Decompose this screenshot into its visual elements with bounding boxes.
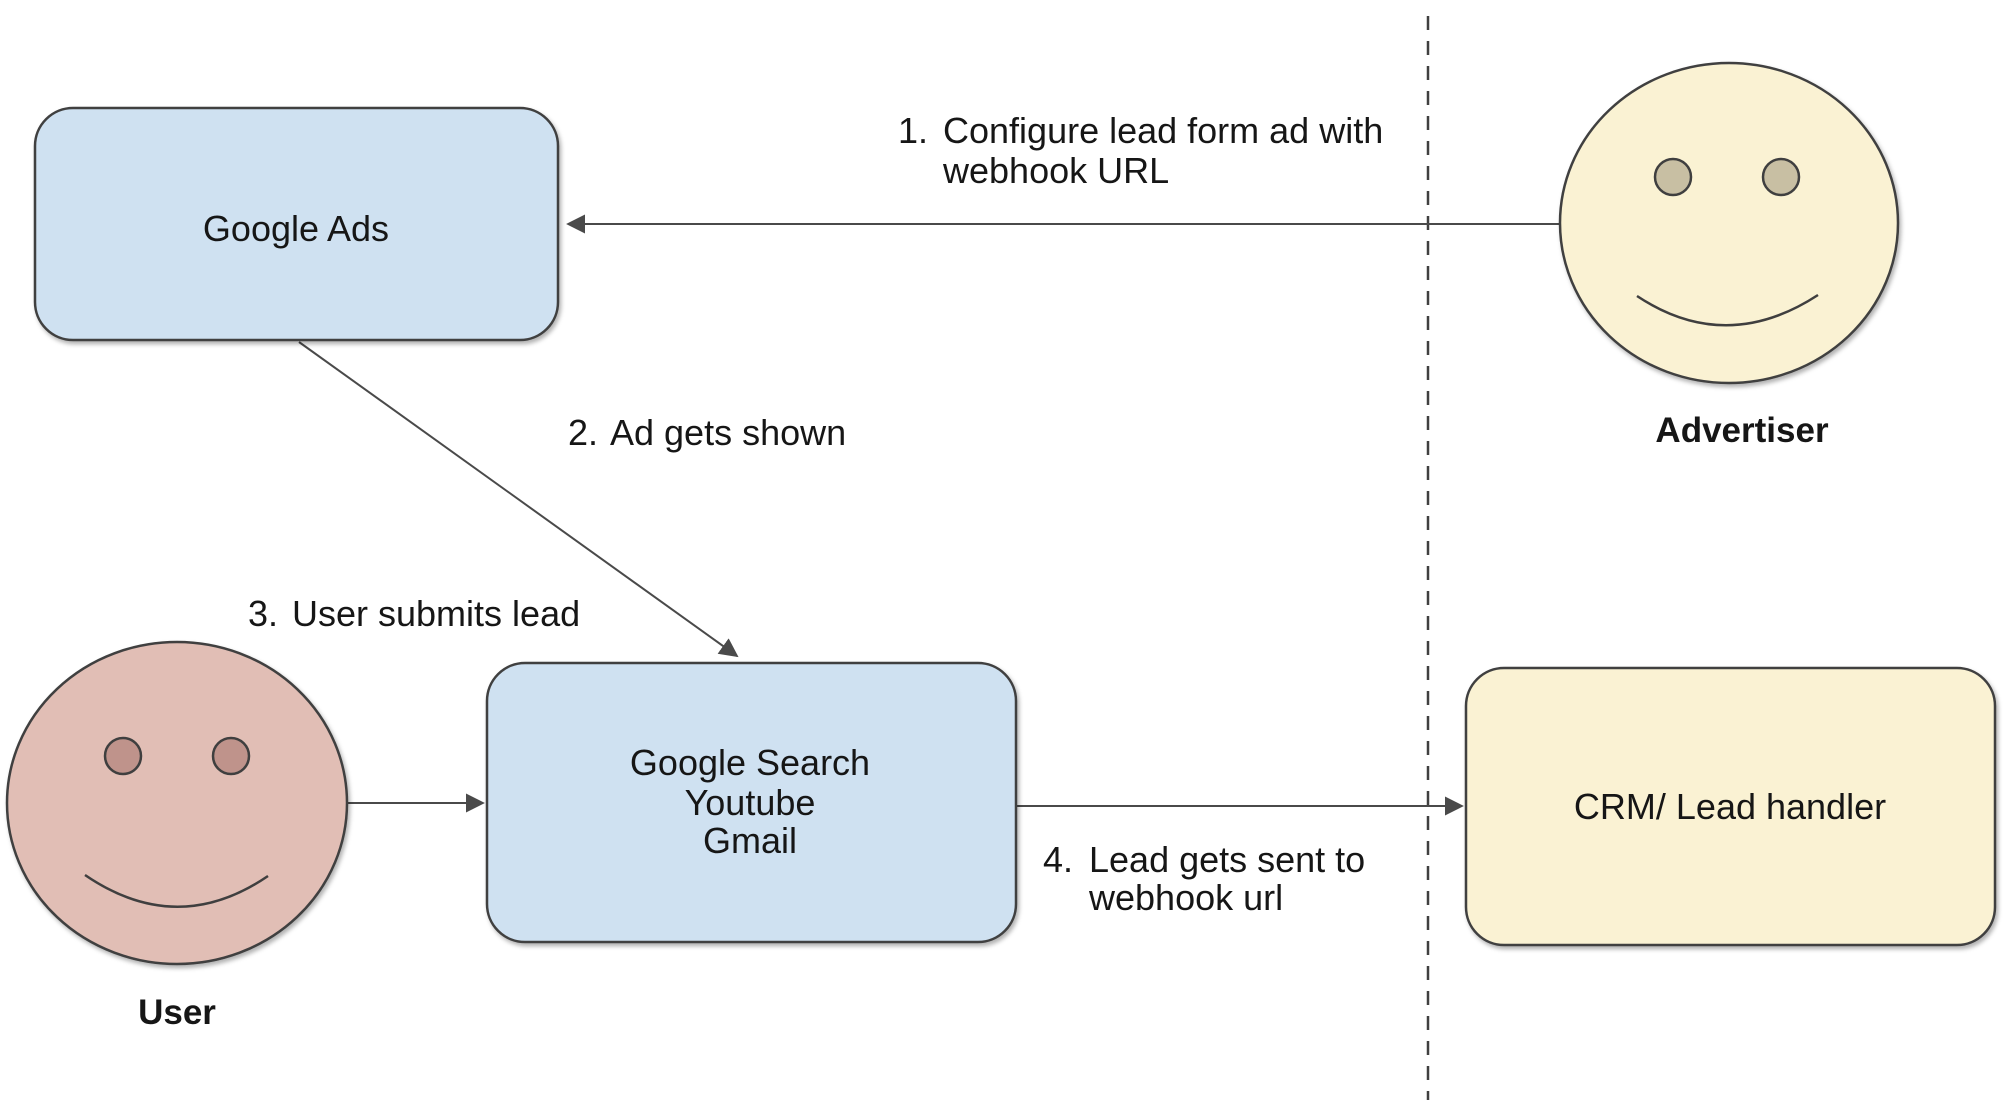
google-surfaces-box bbox=[485, 661, 1018, 944]
user-label: User bbox=[138, 993, 216, 1032]
actor-user: User bbox=[5, 640, 349, 1032]
arrow-step2-ad-shown bbox=[298, 341, 739, 658]
advertiser-smile-icon bbox=[1636, 293, 1819, 327]
node-crm-lead-handler: CRM/ Lead handler bbox=[1464, 666, 1997, 947]
label-step2: 2. Ad gets shown bbox=[568, 412, 846, 453]
actor-advertiser: Advertiser bbox=[1558, 61, 1900, 450]
step4-number: 4. bbox=[1043, 839, 1073, 880]
step3-number: 3. bbox=[248, 593, 278, 634]
google-surfaces-line2: Youtube bbox=[685, 782, 816, 823]
crm-label: CRM/ Lead handler bbox=[1574, 786, 1886, 827]
step1-number: 1. bbox=[898, 110, 928, 151]
step1-line1: Configure lead form ad with bbox=[943, 110, 1383, 151]
user-left-eye-icon bbox=[103, 736, 143, 776]
google-surfaces-line1: Google Search bbox=[630, 742, 870, 783]
label-step3: 3. User submits lead bbox=[248, 593, 580, 634]
label-step1: 1. Configure lead form ad with webhook U… bbox=[898, 110, 1383, 191]
node-google-surfaces: Google Search Youtube Gmail bbox=[485, 661, 1018, 944]
step3-text: User submits lead bbox=[292, 593, 580, 634]
step1-line2: webhook URL bbox=[942, 150, 1169, 191]
label-step4: 4. Lead gets sent to webhook url bbox=[1043, 839, 1365, 918]
user-smile-icon bbox=[84, 873, 269, 908]
step4-line1: Lead gets sent to bbox=[1089, 839, 1365, 880]
node-google-ads: Google Ads bbox=[33, 106, 560, 342]
google-ads-label: Google Ads bbox=[203, 208, 389, 249]
advertiser-right-eye-icon bbox=[1761, 157, 1801, 197]
google-ads-box bbox=[33, 106, 560, 342]
google-surfaces-line3: Gmail bbox=[703, 820, 797, 861]
user-face-icon bbox=[5, 640, 349, 966]
user-right-eye-icon bbox=[211, 736, 251, 776]
step2-number: 2. bbox=[568, 412, 598, 453]
step2-text: Ad gets shown bbox=[610, 412, 846, 453]
advertiser-label: Advertiser bbox=[1655, 411, 1829, 450]
crm-box bbox=[1464, 666, 1997, 947]
step4-line2: webhook url bbox=[1088, 877, 1283, 918]
advertiser-left-eye-icon bbox=[1653, 157, 1693, 197]
advertiser-face-icon bbox=[1558, 61, 1900, 385]
